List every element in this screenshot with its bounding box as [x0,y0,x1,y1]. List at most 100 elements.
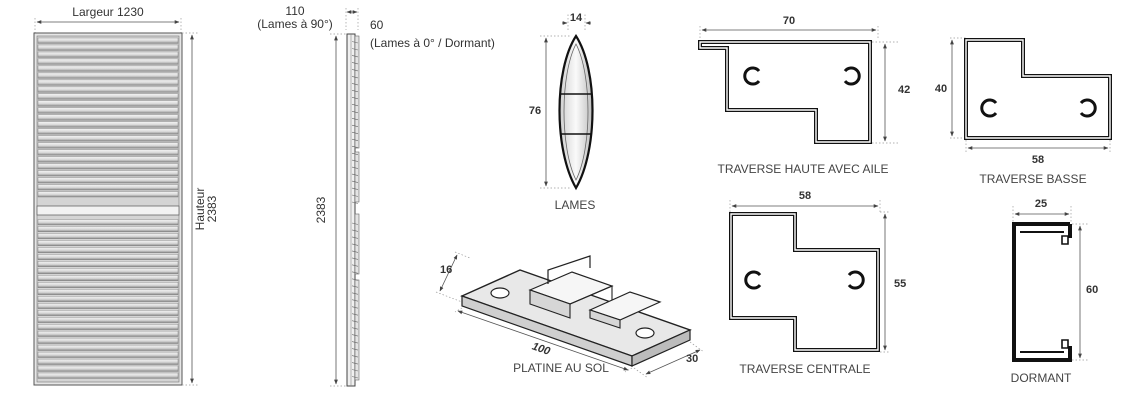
side-slat-tick [351,62,359,65]
side-slat-tick [351,376,359,379]
side-slat-tick [351,152,359,155]
side-slat-tick [351,124,359,127]
louvre-slat [37,268,179,274]
louvre-group [37,37,179,379]
lames-width: 14 [570,12,583,24]
louvre-slat [37,247,179,253]
traverse-haute-height: 42 [898,84,910,96]
side-slat-tick [351,334,359,337]
dim-60-note: (Lames à 0° / Dormant) [370,36,495,50]
louvre-slat [37,107,179,114]
side-slat-tick [351,271,359,274]
side-slat-tick [351,222,359,225]
traverse-basse-height: 40 [935,83,947,95]
side-slat-tick [351,355,359,358]
louvre-slat [37,114,179,121]
side-slat-tick [351,341,359,344]
side-slat-tick [351,159,359,162]
side-slat-tick [351,327,359,330]
shutter-height-label: Hauteur [193,188,207,231]
louvre-slat [37,58,179,65]
louvre-slat [37,100,179,107]
louvre-slat [37,261,179,267]
side-slat-tick [351,292,359,295]
side-slat-tick [351,194,359,197]
platine-height: 16 [440,264,452,276]
louvre-slat [37,121,179,128]
louvre-slat [37,86,179,93]
louvre-slat [37,240,179,246]
shutter-width-label: Largeur 1230 [72,5,144,19]
side-slat-tick [351,348,359,351]
dormant-height: 60 [1086,284,1098,296]
traverse-centrale-caption: TRAVERSE CENTRALE [739,362,870,376]
lames-profile: 14 76 LAMES [529,12,595,212]
shutter-panel [33,32,183,386]
side-slat-tick [351,250,359,253]
side-slat-ticks [351,41,359,379]
traverse-basse-caption: TRAVERSE BASSE [979,172,1086,186]
side-slat-tick [351,187,359,190]
louvre-slat [37,149,179,156]
louvre-slat [37,254,179,260]
shutter-front-view: Largeur 1230 Hauteur 2383 [33,5,219,386]
louvre-slat [37,163,179,170]
dim-2383-side: 2383 [314,196,328,223]
louvre-slat [37,344,179,351]
lames-height: 76 [529,105,541,117]
louvre-slat [37,37,179,44]
dim-60-value: 60 [370,18,384,32]
traverse-haute-profile: 70 42 TRAVERSE HAUTE AVEC AILE [698,15,910,176]
platine-caption: PLATINE AU SOL [513,361,609,375]
side-slat-tick [351,145,359,148]
louvre-slat [37,142,179,149]
louvre-slat [37,365,179,372]
louvre-slat [37,128,179,135]
louvre-slat [37,184,179,191]
side-slat-tick [351,278,359,281]
side-slat-tick [351,48,359,51]
lames-caption: LAMES [555,198,596,212]
side-slat-tick [351,320,359,323]
traverse-haute-width: 70 [783,15,795,27]
dim-110-value: 110 [285,4,304,18]
side-slat-tick [351,285,359,288]
louvre-slat [37,177,179,184]
platine-au-sol-drawing: 16 100 30 PLATINE AU SOL [435,251,705,379]
side-slat-tick [351,257,359,260]
dormant-width: 25 [1035,198,1047,210]
side-slat-tick [351,180,359,183]
louvre-slat [37,65,179,72]
shutter-height-value: 2383 [205,195,219,222]
louvre-slat [37,317,179,323]
louvre-slat [37,275,179,281]
side-slat-tick [351,118,359,121]
side-slat-tick [351,201,359,204]
shutter-side-view: 110 (Lames à 90°) 60 (Lames à 0° / Dorma… [257,4,495,387]
side-slat-tick [351,138,359,141]
traverse-centrale-width: 58 [799,190,811,202]
side-slat-tick [351,362,359,365]
side-slat-tick [351,229,359,232]
louvre-slat [37,337,179,344]
louvre-slat [37,44,179,51]
side-slat-tick [351,83,359,86]
side-slat-tick [351,166,359,169]
louvre-slat [37,219,179,226]
louvre-slat [37,191,179,198]
side-slat-tick [351,173,359,176]
louvre-slat [37,156,179,163]
louvre-slat [37,351,179,358]
traverse-centrale-height: 55 [894,278,906,290]
louvre-slat [37,303,179,309]
side-slat-tick [351,264,359,267]
louvre-slat [37,79,179,86]
platine-length: 100 [530,341,552,359]
louvre-slat [37,135,179,142]
traverse-haute-caption: TRAVERSE HAUTE AVEC AILE [718,162,889,176]
side-slat-tick [351,111,359,114]
platine-depth: 30 [686,353,698,365]
side-slat-tick [351,313,359,316]
louvre-slat [37,282,179,288]
side-slat-tick [351,90,359,93]
